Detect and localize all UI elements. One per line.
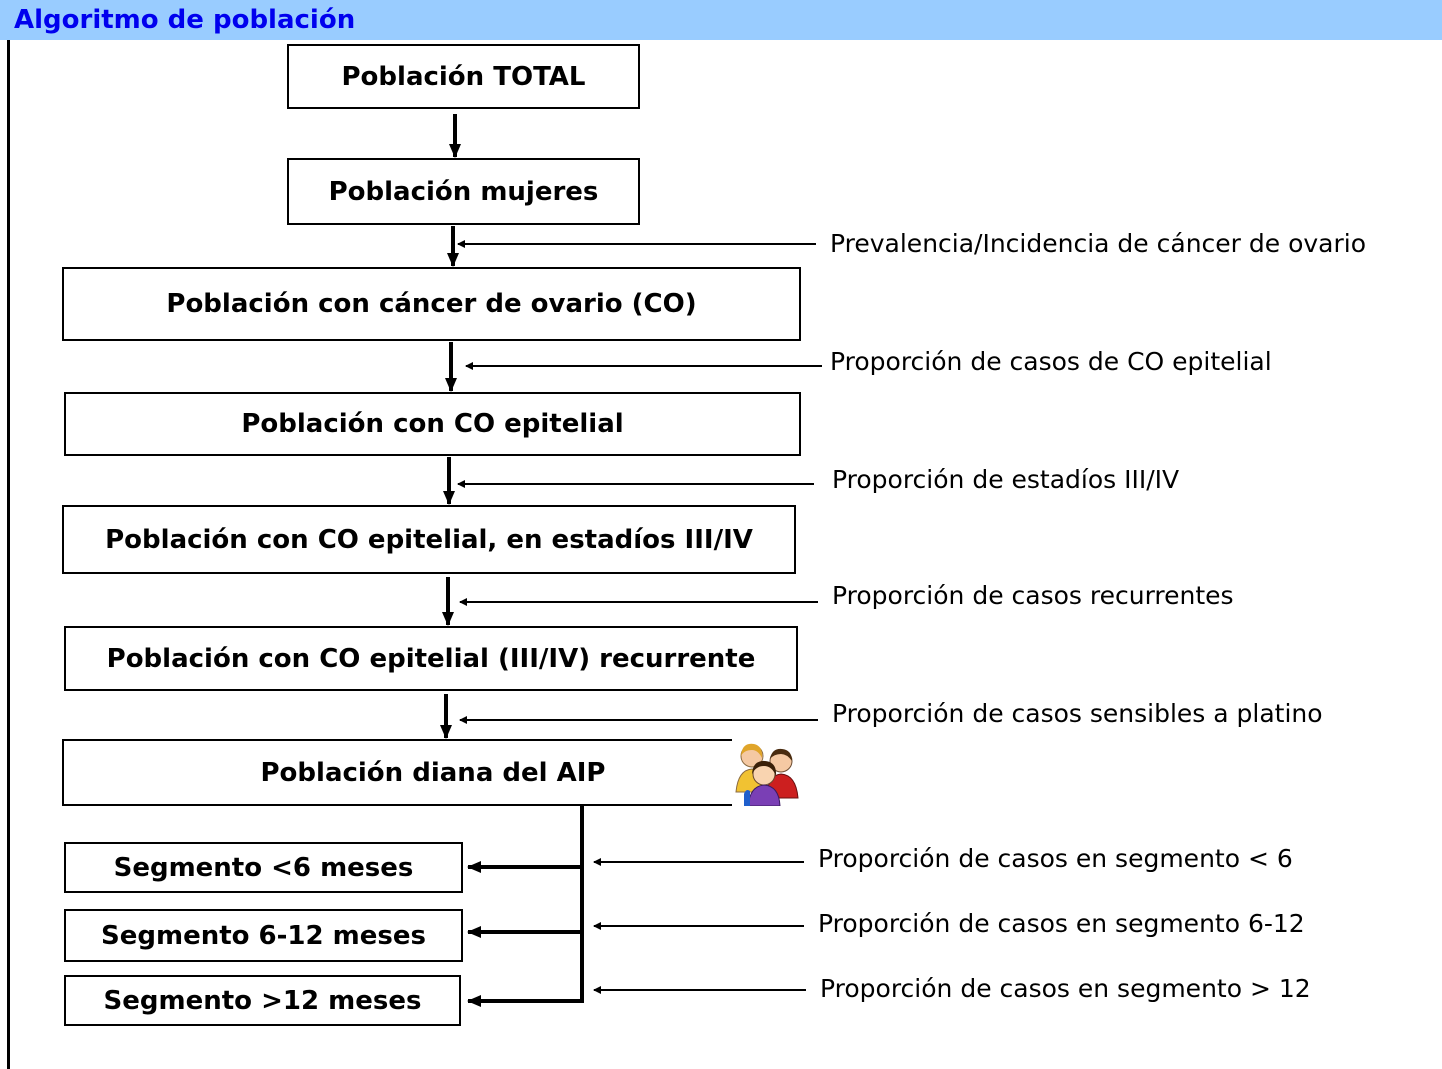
box-label: Población con CO epitelial bbox=[241, 409, 624, 439]
box-poblacion-total: Población TOTAL bbox=[287, 44, 640, 109]
label-prop-seg-6-12: Proporción de casos en segmento 6-12 bbox=[818, 909, 1305, 938]
box-label: Segmento 6-12 meses bbox=[101, 920, 426, 951]
label-prop-platino: Proporción de casos sensibles a platino bbox=[832, 699, 1323, 728]
box-label: Segmento >12 meses bbox=[103, 985, 422, 1016]
box-label: Población diana del AIP bbox=[260, 757, 606, 788]
box-co-estadios: Población con CO epitelial, en estadíos … bbox=[62, 505, 796, 574]
people-group-icon bbox=[735, 743, 799, 806]
label-prevalencia: Prevalencia/Incidencia de cáncer de ovar… bbox=[830, 229, 1367, 258]
page-title: Algoritmo de población bbox=[14, 5, 356, 35]
box-label: Población mujeres bbox=[328, 176, 599, 207]
box-label: Población TOTAL bbox=[341, 61, 586, 92]
box-label: Población con CO epitelial, en estadíos … bbox=[105, 524, 753, 555]
label-prop-epitelial: Proporción de casos de CO epitelial bbox=[830, 347, 1272, 376]
box-diana-aip: Población diana del AIP bbox=[62, 739, 732, 806]
box-label: Segmento <6 meses bbox=[113, 852, 414, 883]
label-prop-seg-lt6: Proporción de casos en segmento < 6 bbox=[818, 844, 1293, 873]
label-prop-seg-gt12: Proporción de casos en segmento > 12 bbox=[820, 974, 1311, 1003]
box-co-epitelial: Población con CO epitelial bbox=[64, 392, 801, 456]
label-prop-estadios: Proporción de estadíos III/IV bbox=[832, 465, 1180, 494]
label-prop-recurrentes: Proporción de casos recurrentes bbox=[832, 581, 1234, 610]
header-bar: Algoritmo de población bbox=[0, 0, 1442, 40]
box-segmento-lt6: Segmento <6 meses bbox=[64, 842, 463, 893]
box-poblacion-mujeres: Población mujeres bbox=[287, 158, 640, 225]
box-label: Población con cáncer de ovario (CO) bbox=[166, 289, 697, 319]
box-co-recurrente: Población con CO epitelial (III/IV) recu… bbox=[64, 626, 798, 691]
box-label: Población con CO epitelial (III/IV) recu… bbox=[106, 643, 756, 674]
box-segmento-gt12: Segmento >12 meses bbox=[64, 975, 461, 1026]
left-border bbox=[7, 40, 10, 1069]
box-segmento-6-12: Segmento 6-12 meses bbox=[64, 909, 463, 962]
box-cancer-ovario: Población con cáncer de ovario (CO) bbox=[62, 267, 801, 341]
